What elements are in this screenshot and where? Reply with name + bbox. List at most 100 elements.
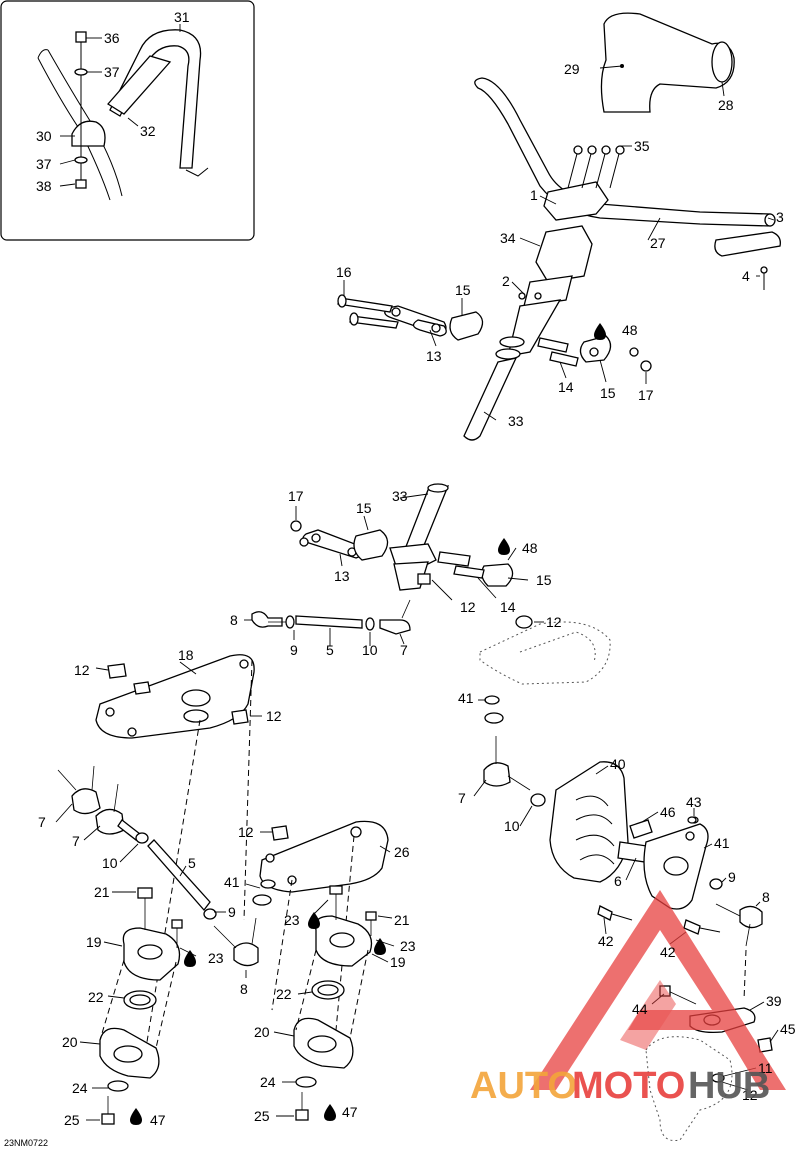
callout-42: 42 [660, 944, 676, 960]
callout-32: 32 [140, 123, 156, 139]
callout-17: 17 [288, 488, 304, 504]
brace-pad [107, 55, 172, 115]
callout-10: 10 [102, 855, 118, 871]
callout-48: 48 [622, 322, 638, 338]
callout-31: 31 [174, 9, 190, 25]
callout-23: 23 [208, 950, 224, 966]
callout-15: 15 [536, 572, 552, 588]
callout-42: 42 [598, 933, 614, 949]
callout-12: 12 [266, 708, 282, 724]
callout-19: 19 [390, 954, 406, 970]
watermark-auto: AUTO [470, 1065, 577, 1107]
callout-20: 20 [254, 1024, 270, 1040]
callout-25: 25 [254, 1108, 270, 1124]
callout-41: 41 [458, 690, 474, 706]
callout-20: 20 [62, 1034, 78, 1050]
callout-24: 24 [260, 1074, 276, 1090]
callout-5: 5 [326, 642, 334, 658]
watermark-logo [530, 890, 786, 1090]
callout-12: 12 [742, 1087, 758, 1103]
rod-end-7a [57, 765, 101, 815]
callout-6: 6 [614, 873, 622, 889]
callout-21: 21 [94, 884, 110, 900]
callout-15: 15 [356, 500, 372, 516]
callout-41: 41 [224, 874, 240, 890]
right-steering-assembly [473, 736, 779, 1142]
callout-7: 7 [38, 814, 46, 830]
center-steering-arm [245, 820, 395, 1121]
oil-drop-icon [324, 1104, 336, 1121]
callout-labels: 31 36 37 32 30 37 38 29 28 35 1 3 34 27 … [36, 9, 796, 1128]
callout-43: 43 [686, 794, 702, 810]
steering-column [463, 357, 518, 441]
watermark-moto: MOTO [572, 1065, 685, 1107]
callout-18: 18 [178, 647, 194, 663]
callout-3: 3 [776, 209, 784, 225]
callout-41: 41 [714, 835, 730, 851]
callout-48: 48 [522, 540, 538, 556]
left-steering-arm [55, 654, 262, 1125]
callout-15: 15 [600, 385, 616, 401]
rod-end-left [449, 311, 484, 341]
callout-13: 13 [426, 348, 442, 364]
callout-26: 26 [394, 844, 410, 860]
callout-8: 8 [240, 981, 248, 997]
callout-24: 24 [72, 1080, 88, 1096]
callout-9: 9 [290, 642, 298, 658]
callout-34: 34 [500, 230, 516, 246]
callout-2: 2 [502, 273, 510, 289]
callout-13: 13 [334, 568, 350, 584]
clamp-bolts [567, 145, 625, 189]
callout-4: 4 [742, 268, 750, 284]
callout-23: 23 [400, 938, 416, 954]
callout-38: 38 [36, 178, 52, 194]
callout-8: 8 [230, 612, 238, 628]
tie-rod-upper [251, 599, 411, 635]
rod-end-upper-left [353, 529, 389, 561]
callout-9: 9 [228, 904, 236, 920]
rod-end-upper-right [481, 563, 514, 587]
handlebar-assembly [337, 12, 781, 441]
long-bolts [337, 294, 399, 329]
clamp [71, 120, 106, 147]
callout-39: 39 [766, 993, 782, 1009]
callout-10: 10 [504, 818, 520, 834]
callout-7: 7 [458, 790, 466, 806]
callout-7: 7 [72, 833, 80, 849]
top-clamp [543, 181, 609, 221]
callout-12: 12 [238, 824, 254, 840]
callout-22: 22 [276, 986, 292, 1002]
callout-33: 33 [508, 413, 524, 429]
tie-rod-links [384, 305, 447, 337]
callout-28: 28 [718, 97, 734, 113]
ghost-bracket [479, 621, 611, 685]
callout-35: 35 [634, 138, 650, 154]
oil-drop-icon [130, 1108, 142, 1125]
callout-12: 12 [460, 599, 476, 615]
steering-linkage [244, 483, 611, 724]
callout-14: 14 [500, 599, 516, 615]
callout-8: 8 [762, 889, 770, 905]
riser [535, 225, 593, 283]
callout-30: 30 [36, 128, 52, 144]
callout-47: 47 [150, 1112, 166, 1128]
oil-drop-icon [594, 323, 606, 340]
callout-12: 12 [546, 614, 562, 630]
diagram-code: 23NM0722 [4, 1138, 48, 1148]
callout-14: 14 [558, 379, 574, 395]
lubricant-icons [130, 323, 606, 1125]
logo-triangle-mark [530, 890, 786, 1090]
callout-33: 33 [392, 488, 408, 504]
oil-drop-icon [184, 950, 196, 967]
callout-23: 23 [284, 912, 300, 928]
handlebar-pad [600, 12, 735, 113]
callout-21: 21 [394, 912, 410, 928]
callout-10: 10 [362, 642, 378, 658]
callout-11: 11 [758, 1060, 773, 1076]
callout-12: 12 [74, 662, 90, 678]
tie-rod-lower-left [147, 839, 211, 912]
oil-drop-icon [498, 538, 510, 555]
callout-37: 37 [104, 64, 120, 80]
grip [714, 231, 781, 257]
callout-9: 9 [728, 869, 736, 885]
